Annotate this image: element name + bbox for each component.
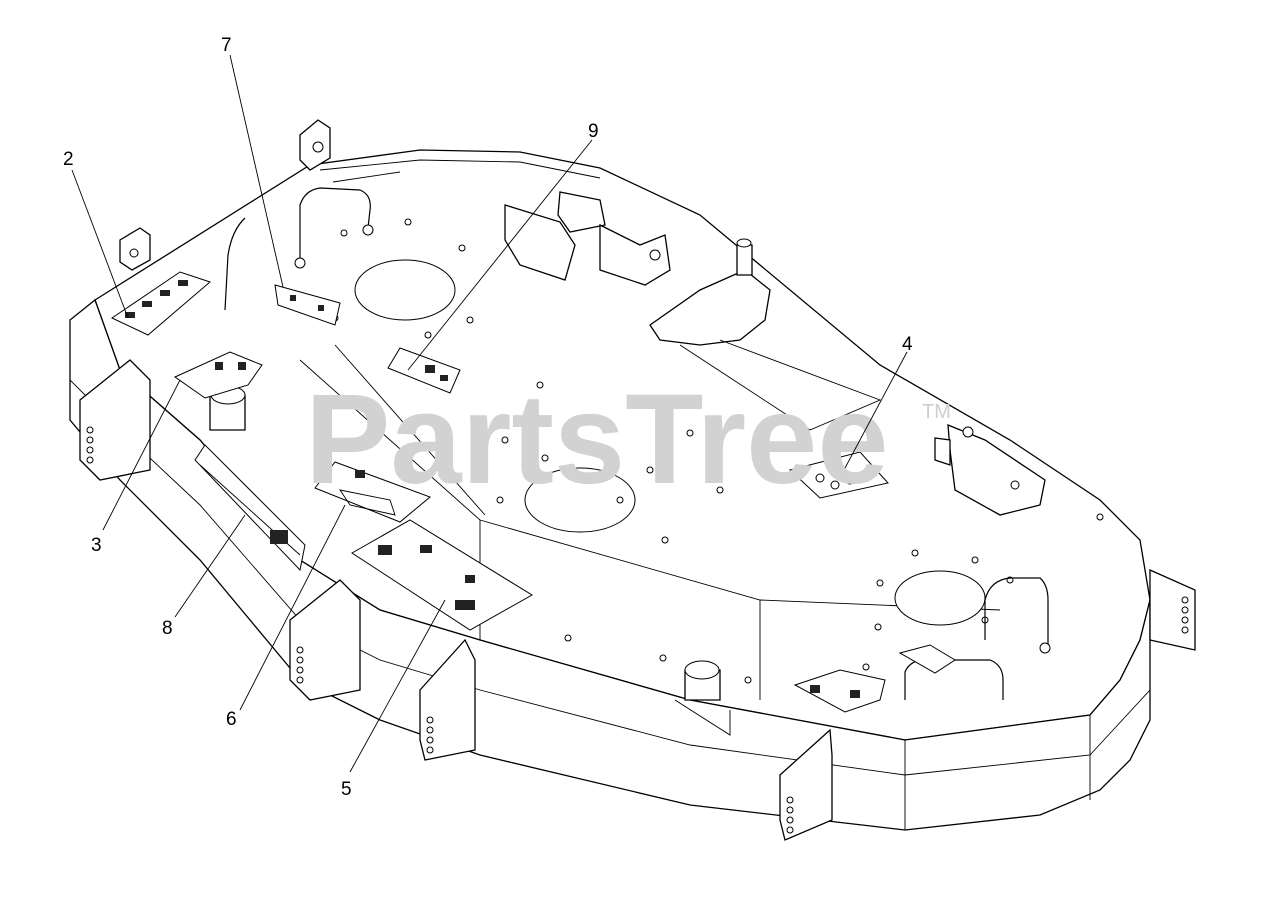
- decal-3: [173, 351, 263, 399]
- deck-front-skirt: [69, 298, 1151, 831]
- deck-handles: [224, 187, 1051, 700]
- callout-7: 7: [221, 35, 232, 56]
- height-posts: [209, 385, 731, 736]
- antiscalp-brackets: [79, 359, 1196, 841]
- decal-4: [788, 451, 889, 499]
- watermark: PartsTree TM: [305, 368, 951, 511]
- callout-4: 4: [902, 334, 913, 355]
- decal-9: [387, 347, 461, 394]
- spindle-opening-left: [354, 259, 456, 321]
- watermark-trademark: TM: [922, 401, 951, 423]
- bolt-holes: [331, 218, 1104, 684]
- callout-5: 5: [341, 779, 352, 800]
- decal-front-right: [793, 644, 956, 713]
- leader-lines: [71, 54, 908, 773]
- spindle-opening-right: [894, 570, 986, 626]
- rear-brackets: [119, 119, 1046, 516]
- decal-5: [351, 519, 533, 631]
- decal-2: [110, 271, 211, 336]
- callouts: 2 3 4 5 6 7 8 9: [63, 35, 913, 800]
- belt-cover: [649, 238, 882, 431]
- callout-6: 6: [226, 709, 237, 730]
- decal-6: [314, 461, 431, 523]
- callout-2: 2: [63, 149, 74, 170]
- callout-3: 3: [91, 535, 102, 556]
- callout-9: 9: [588, 121, 599, 142]
- watermark-text: PartsTree: [305, 368, 889, 511]
- decal-8: [194, 444, 306, 572]
- decals: [110, 271, 956, 713]
- decal-7: [274, 284, 341, 326]
- spindle-openings: [354, 259, 986, 626]
- spindle-opening-center: [524, 467, 636, 533]
- callout-8: 8: [162, 618, 173, 639]
